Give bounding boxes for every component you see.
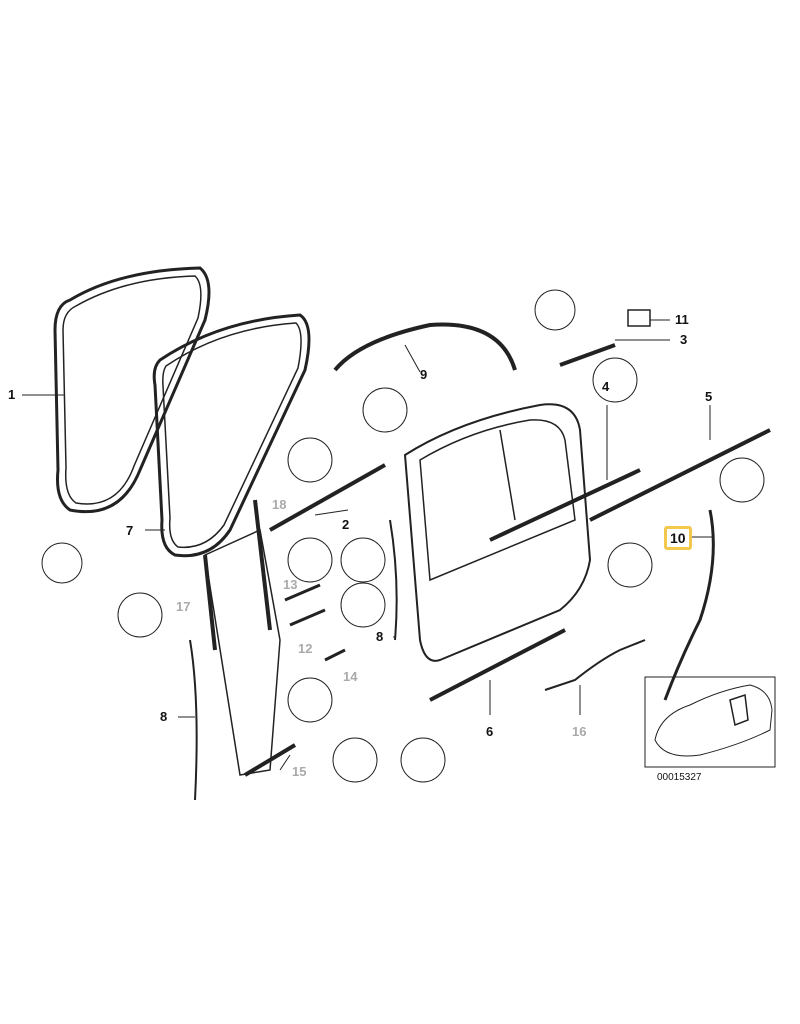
window-channel-strip-4 [489,468,641,542]
door-seal-outer [53,266,211,514]
callout-2: 2 [342,517,350,532]
detail-circles [41,289,765,783]
callout-8a: 8 [160,709,168,724]
vehicle-inset-frame [644,676,776,768]
callout-3: 3 [680,332,688,347]
rocker-trim-6 [429,628,566,702]
diagram-code: 00015327 [657,772,702,783]
strip-3 [559,343,616,367]
callout-9: 9 [420,367,428,382]
seal-cord-8b [389,519,398,641]
window-strip-5 [589,428,771,522]
callout-18: 18 [272,497,287,512]
rear-door [403,403,592,662]
callout-10-highlighted[interactable]: 10 [664,526,692,550]
seal-10 [663,509,715,701]
callout-7: 7 [126,523,134,538]
callout-16: 16 [572,724,587,739]
callout-11: 11 [675,312,689,327]
window-trim [333,322,517,372]
callout-4: 4 [602,379,610,394]
callout-15: 15 [292,764,307,779]
door-seal-inner [152,313,311,558]
strip-2 [269,463,386,532]
callout-17: 17 [176,599,191,614]
callout-1: 1 [8,387,16,402]
seal-cord-8a [189,639,198,801]
callout-13: 13 [283,577,298,592]
callout-5: 5 [705,389,713,404]
cable-harness-16 [544,639,646,691]
pillar-trim [204,528,281,776]
vehicle-inset-car [654,684,773,757]
callout-8b: 8 [376,629,384,644]
callout-14: 14 [343,669,358,684]
clip-11 [627,309,651,327]
callout-6: 6 [486,724,494,739]
callout-12: 12 [298,641,313,656]
